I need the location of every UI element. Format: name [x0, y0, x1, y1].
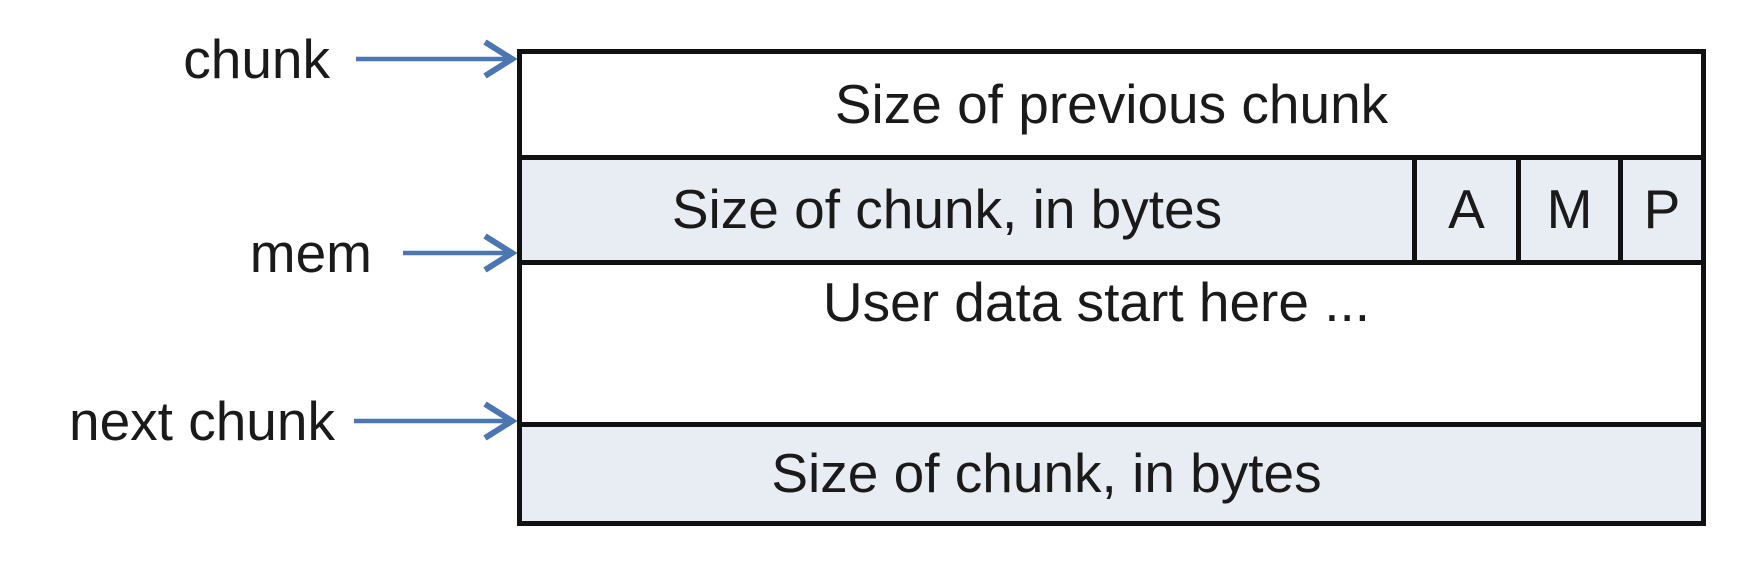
row-prev-size: Size of previous chunk [522, 54, 1701, 155]
chunk-box: Size of previous chunk Size of chunk, in… [517, 49, 1706, 526]
flag-cell-a: A [1412, 160, 1516, 260]
arrow-right-icon [356, 39, 517, 79]
flag-cell-m: M [1516, 160, 1618, 260]
row-user-data: User data start here ... [522, 260, 1701, 422]
row-size-flags: Size of chunk, in bytes A M P [522, 155, 1701, 260]
arrow-right-icon [403, 233, 517, 273]
pointer-mem-label: mem [249, 222, 372, 284]
flag-a-label: A [1448, 178, 1485, 241]
pointer-next-chunk-label: next chunk [68, 390, 335, 452]
row-prev-size-label: Size of previous chunk [834, 72, 1389, 135]
row-next-size-label: Size of chunk, in bytes [771, 442, 1322, 505]
pointer-next-chunk: next chunk [68, 390, 517, 452]
cell-size-label: Size of chunk, in bytes [522, 160, 1412, 260]
arrow-right-icon [354, 401, 517, 441]
flag-m-label: M [1546, 178, 1593, 241]
pointer-chunk-label: chunk [183, 28, 330, 90]
row-next-size: Size of chunk, in bytes [522, 422, 1701, 521]
row-user-data-label: User data start here ... [822, 271, 1371, 333]
flag-p-label: P [1643, 178, 1681, 241]
pointer-mem: mem [249, 222, 517, 284]
pointer-chunk: chunk [183, 28, 517, 90]
flag-cell-p: P [1618, 160, 1701, 260]
row-size-label: Size of chunk, in bytes [671, 178, 1223, 241]
